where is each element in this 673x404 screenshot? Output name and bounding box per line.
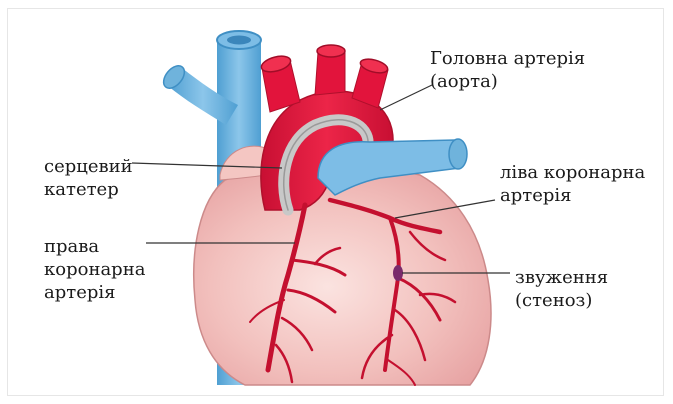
- label-left-coronary-line1: ліва коронарна: [500, 161, 645, 184]
- label-right-coronary-line1: права: [44, 235, 145, 258]
- aorta-branch-2-opening: [317, 45, 345, 57]
- leader-aorta: [380, 85, 432, 110]
- label-catheter: серцевий катетер: [44, 155, 133, 201]
- aorta-branch-2: [315, 52, 345, 95]
- label-aorta: Головна артерія (аорта): [430, 47, 585, 93]
- label-stenosis: звуження (стеноз): [515, 266, 608, 312]
- heart-body: [194, 167, 491, 385]
- label-catheter-line2: катетер: [44, 178, 133, 201]
- label-stenosis-line2: (стеноз): [515, 289, 608, 312]
- pulmonary-artery-opening: [449, 139, 467, 169]
- stenosis-marker: [393, 265, 403, 281]
- label-left-coronary-line2: артерія: [500, 184, 645, 207]
- label-right-coronary-line3: артерія: [44, 281, 145, 304]
- label-aorta-line2: (аорта): [430, 70, 585, 93]
- label-aorta-line1: Головна артерія: [430, 47, 585, 70]
- label-stenosis-line1: звуження: [515, 266, 608, 289]
- vena-cava-opening: [227, 36, 251, 45]
- label-right-coronary-line2: коронарна: [44, 258, 145, 281]
- label-catheter-line1: серцевий: [44, 155, 133, 178]
- label-right-coronary: права коронарна артерія: [44, 235, 145, 304]
- label-left-coronary: ліва коронарна артерія: [500, 161, 645, 207]
